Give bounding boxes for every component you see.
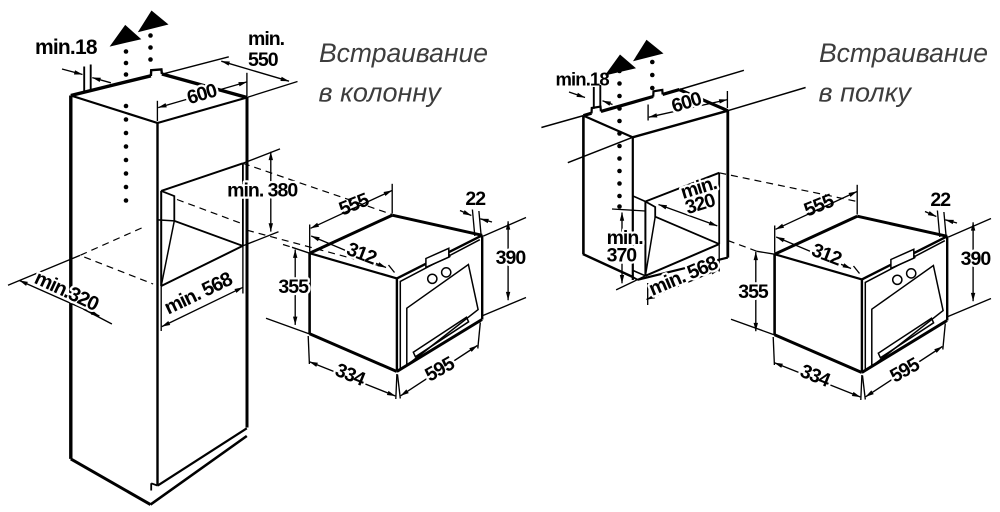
svg-text:min.18: min.18	[35, 36, 98, 59]
svg-text:Встраивание: Встраивание	[819, 38, 988, 68]
svg-text:min. 380: min. 380	[227, 180, 298, 202]
svg-text:в полку: в полку	[819, 78, 913, 108]
svg-text:334: 334	[332, 359, 369, 391]
svg-text:min.: min.	[248, 28, 285, 50]
svg-text:550: 550	[248, 49, 279, 71]
svg-text:в колонну: в колонну	[319, 78, 443, 108]
svg-text:min.: min.	[607, 227, 644, 249]
svg-text:min. 568: min. 568	[161, 268, 236, 319]
svg-text:Встраивание: Встраивание	[319, 38, 488, 68]
svg-text:355: 355	[738, 281, 769, 303]
svg-text:595: 595	[421, 352, 459, 386]
svg-text:390: 390	[496, 247, 527, 269]
svg-text:min.18: min.18	[556, 69, 610, 90]
svg-text:min.320: min.320	[31, 267, 102, 316]
svg-text:555: 555	[336, 189, 373, 221]
svg-text:600: 600	[184, 79, 220, 109]
svg-text:355: 355	[278, 276, 309, 298]
svg-text:22: 22	[465, 188, 486, 210]
svg-text:370: 370	[607, 245, 638, 267]
